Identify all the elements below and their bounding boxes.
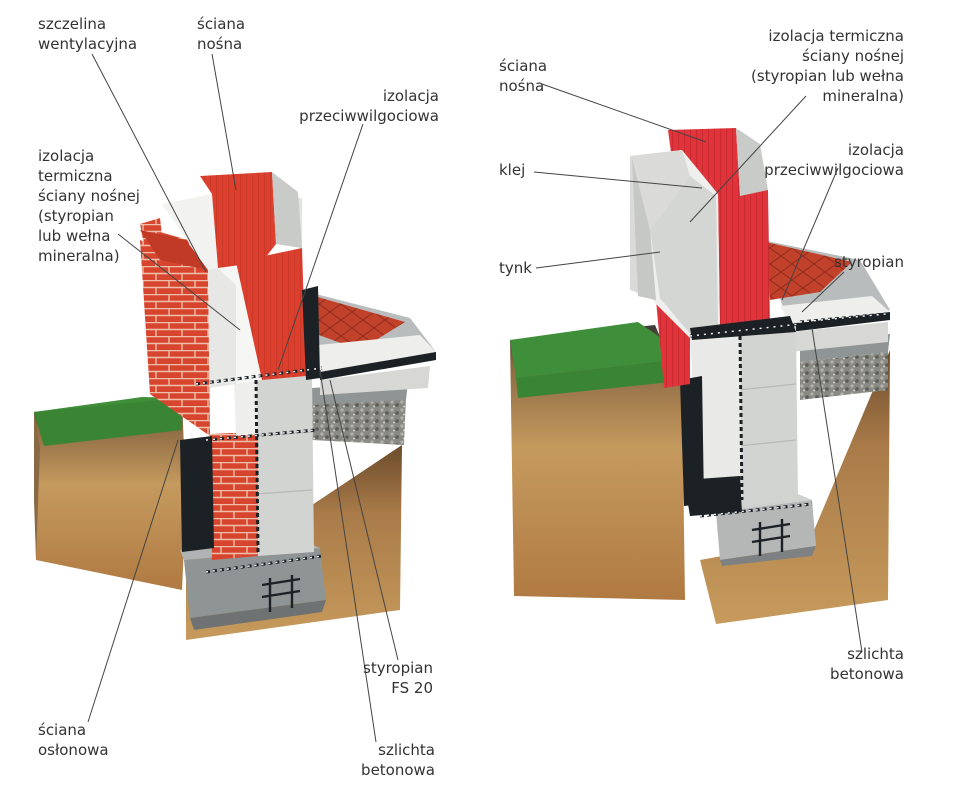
left-floor	[300, 290, 436, 395]
left-diagram	[34, 53, 436, 743]
label-styropian-right: styropian	[834, 253, 904, 271]
label-izolacja-przeciwwilgociowa-right: izolacja przeciwwilgociowa	[764, 141, 904, 179]
label-sciana-nosna-right: ściana nośna	[499, 57, 548, 95]
label-izolacja-termiczna-right: izolacja termiczna ściany nośnej (styrop…	[750, 27, 904, 105]
label-klej: klej	[499, 161, 526, 179]
right-walls	[630, 128, 796, 388]
left-rebar-icon	[261, 575, 301, 612]
label-szlichta-betonowa-right: szlichta betonowa	[830, 645, 904, 683]
left-foundation-wall	[180, 374, 314, 560]
left-leader-lines	[87, 53, 399, 743]
right-rebar-icon	[751, 519, 791, 556]
left-soil-left	[34, 397, 186, 590]
left-waterproof-dashes-white	[195, 367, 323, 573]
right-soil-left	[510, 322, 690, 600]
right-leader-lines	[533, 83, 863, 653]
label-izolacja-przeciwwilgociowa-left: izolacja przeciwwilgociowa	[299, 87, 439, 125]
label-szczelina-wentylacyjna: szczelina wentylacyjna	[38, 15, 138, 53]
label-sciana-nosna-left: ściana nośna	[197, 15, 246, 53]
right-foundation-wall	[680, 326, 798, 516]
right-diagram	[510, 83, 890, 653]
left-walls	[140, 172, 320, 436]
label-izolacja-termiczna-left: izolacja termiczna ściany nośnej (styrop…	[38, 147, 140, 265]
label-tynk: tynk	[499, 259, 532, 277]
label-sciana-oslonowa: ściana osłonowa	[38, 721, 109, 759]
label-szlichta-betonowa-left: szlichta betonowa	[361, 741, 435, 779]
right-waterproof-dashes-white	[689, 313, 887, 517]
label-styropian-fs20: styropian FS 20	[363, 659, 433, 697]
